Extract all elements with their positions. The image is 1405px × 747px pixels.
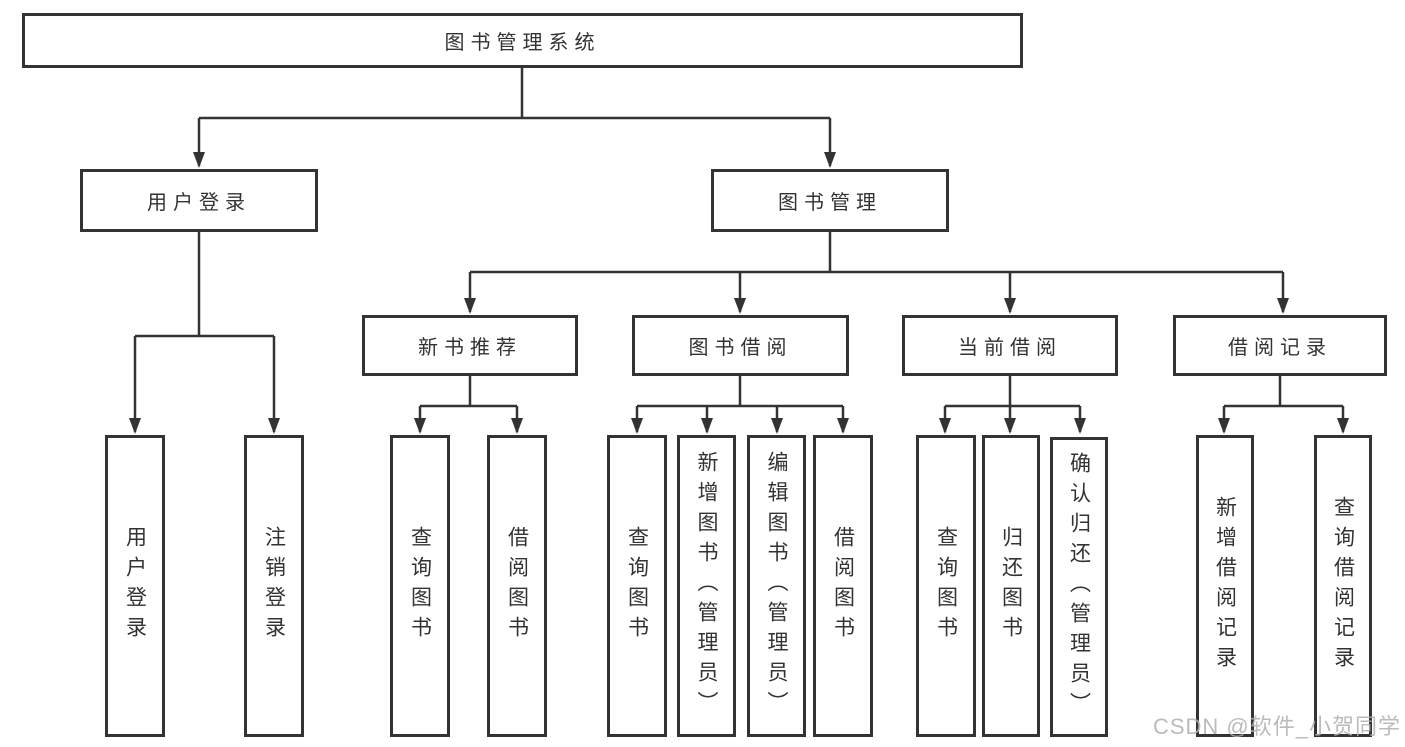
leaf-logout: 注销登录 [244, 435, 304, 737]
leaf-nb-borrow-books: 借阅图书 [487, 435, 547, 737]
leaf-cb-query-books: 查询图书 [916, 435, 976, 737]
watermark: CSDN @软件_小贺同学 [1152, 714, 1401, 739]
node-root: 图书管理系统 [22, 13, 1023, 68]
leaf-bb-add-books-admin: 新增图书（管理员） [677, 435, 736, 737]
node-book-borrow: 图书借阅 [632, 315, 849, 376]
connector-new-book [414, 376, 523, 434]
node-book-management: 图书管理 [711, 169, 949, 232]
leaf-bb-query-books: 查询图书 [607, 435, 667, 737]
node-borrow-records: 借阅记录 [1173, 315, 1387, 376]
leaf-br-add-record: 新增借阅记录 [1196, 435, 1254, 737]
node-new-book-recommend: 新书推荐 [362, 315, 578, 376]
connector-borrow-records [1218, 376, 1349, 434]
leaf-bb-borrow-books: 借阅图书 [813, 435, 873, 737]
leaf-cb-confirm-return-admin: 确认归还（管理员） [1050, 437, 1108, 737]
leaf-br-query-record: 查询借阅记录 [1314, 435, 1372, 737]
connector-root-to-level2 [193, 68, 836, 168]
node-current-borrow: 当前借阅 [902, 315, 1118, 376]
connector-book-management [464, 232, 1289, 314]
leaf-bb-edit-books-admin: 编辑图书（管理员） [747, 435, 806, 737]
connector-user-login [129, 232, 280, 434]
connector-current-borrow [939, 376, 1086, 434]
node-user-login: 用户登录 [80, 169, 318, 232]
leaf-nb-query-books: 查询图书 [390, 435, 450, 737]
leaf-cb-return-books: 归还图书 [982, 435, 1040, 737]
leaf-user-login: 用户登录 [105, 435, 165, 737]
connector-book-borrow [631, 376, 849, 434]
